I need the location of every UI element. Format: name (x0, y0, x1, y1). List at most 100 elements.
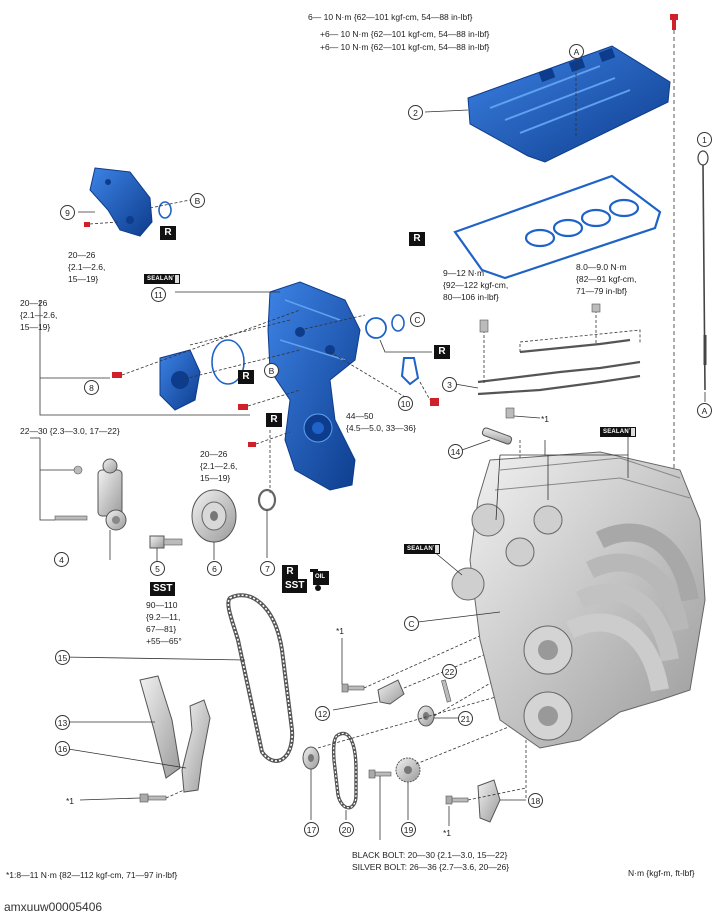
callout-21: 21 (458, 711, 473, 726)
bolt-8b (238, 404, 248, 410)
star1-marker-16: *1 (66, 796, 75, 806)
callout-6: 6 (207, 561, 222, 576)
drive-belt-tensioner (97, 458, 127, 531)
callout-22: 22 (442, 664, 457, 679)
callout-c-upper: C (410, 312, 425, 327)
torque-3a-line2: {92—122 kgf-cm, (443, 280, 509, 290)
star1-marker-12: *1 (336, 626, 345, 636)
replace-badge-7: R (282, 565, 298, 579)
callout-a-top: A (569, 44, 584, 59)
bolt-8 (112, 372, 122, 378)
sealant-badge-engine-left: SEALANT (404, 544, 440, 554)
callout-16: 16 (55, 741, 70, 756)
torque-top-1: 6— 10 N·m {62—101 kgf-cm, 54—88 in-lbf} (308, 12, 473, 22)
bolt-9 (84, 221, 119, 227)
chain-guide-12 (377, 679, 405, 705)
bolt-14 (505, 407, 515, 419)
callout-b-lower: B (264, 363, 279, 378)
engine-assembly (451, 451, 706, 749)
torque-top-3: +6— 10 N·m {62—101 kgf-cm, 54—88 in-lbf} (320, 42, 490, 52)
crankshaft-pulley (191, 489, 237, 543)
sealant-badge-11: SEALANT (144, 274, 180, 284)
sealant-badge-engine-top: SEALANT (600, 427, 636, 437)
torque-8-line1: 20—26 (20, 298, 48, 308)
black-bolt-torque: BLACK BOLT: 20—30 {2.1—3.0, 15—22} (352, 850, 508, 860)
torque-4: 22—30 {2.3—3.0, 17—22} (20, 426, 120, 436)
torque-3a-line1: 9—12 N·m (443, 268, 485, 278)
head-cover-gasket (453, 174, 662, 280)
silver-bolt-torque: SILVER BOLT: 26—36 {2.7—3.6, 20—26} (352, 862, 510, 872)
oil-pump-chain (331, 731, 358, 810)
cylinder-head-cover (467, 45, 671, 163)
torque-5-line4: +55—65° (146, 636, 182, 646)
oil-label: OIL (315, 574, 325, 580)
torque-3a-line3: 80—106 in-lbf} (443, 292, 499, 302)
torque-5-line2: {9.2—11, (146, 612, 181, 622)
sst-badge-7: SST (282, 579, 308, 593)
replace-badge-r: R (266, 413, 282, 427)
sealant-tube-icon-top (630, 427, 636, 437)
cover-bolt (670, 14, 678, 30)
torque-9-line3: 15—19} (68, 274, 99, 284)
timing-chain-tensioner-cover (89, 167, 153, 237)
callout-3: 3 (442, 377, 457, 392)
callout-a-bottom: A (697, 403, 712, 418)
torque-3b-line3: 71—79 in-lbf} (576, 286, 628, 296)
callout-5: 5 (150, 561, 165, 576)
oil-pump-sprocket (395, 757, 421, 783)
replace-badge-9: R (160, 226, 176, 240)
replace-badge-gasket: R (409, 232, 425, 246)
image-id: amxuuw00005406 (4, 900, 103, 914)
torque-3b-line1: 8.0—9.0 N·m (576, 262, 627, 272)
engine-front-cover (267, 281, 361, 491)
callout-12: 12 (315, 706, 330, 721)
footnote: *1:8—11 N·m {82—112 kgf-cm, 71—97 in-lbf… (6, 870, 178, 880)
replace-badge-10: R (434, 345, 450, 359)
callout-4: 4 (54, 552, 69, 567)
chain-guide (139, 675, 181, 779)
callout-8: 8 (84, 380, 99, 395)
torque-r-line1: 20—26 (200, 449, 228, 459)
torque-8-line2: {2.1—2.6, (20, 310, 58, 320)
callout-2: 2 (408, 105, 423, 120)
harness-bracket (477, 338, 641, 396)
callout-b-top: B (190, 193, 205, 208)
callout-19: 19 (401, 822, 416, 837)
star1-marker-14: *1 (541, 414, 550, 424)
callout-11: 11 (151, 287, 166, 302)
torque-r-line3: 15—19} (200, 473, 231, 483)
bolt-star1-left (139, 793, 167, 803)
bolt-12 (341, 683, 365, 693)
tensioner-arm (181, 699, 211, 793)
oil-control-valve (481, 427, 513, 445)
callout-15: 15 (55, 650, 70, 665)
torque-9-line1: 20—26 (68, 250, 96, 260)
sealant-tube-icon-11 (174, 274, 180, 284)
sealant-tube-icon-left (434, 544, 440, 554)
oil-pump-tensioner-18 (477, 779, 501, 823)
torque-top-2: +6— 10 N·m {62—101 kgf-cm, 54—88 in-lbf} (320, 29, 490, 39)
crankshaft-sprocket (302, 746, 320, 770)
callout-14: 14 (448, 444, 463, 459)
callout-10: 10 (398, 396, 413, 411)
torque-r-line2: {2.1—2.6, (200, 461, 238, 471)
callout-1: 1 (697, 132, 712, 147)
torque-3b-line2: {82—91 kgf-cm, (576, 274, 637, 284)
bolt-18 (445, 795, 469, 805)
callout-c-lower: C (404, 616, 419, 631)
callout-13: 13 (55, 715, 70, 730)
crankshaft-pulley-bolt (149, 535, 183, 549)
seal-10 (400, 357, 420, 386)
callout-17: 17 (304, 822, 319, 837)
callout-7: 7 (260, 561, 275, 576)
callout-9: 9 (60, 205, 75, 220)
oil-dipstick (697, 150, 709, 391)
torque-5-line1: 90—110 (146, 600, 178, 610)
bolt-10 (430, 398, 439, 406)
torque-10-line1: 44—50 (346, 411, 374, 421)
sst-badge-5: SST (150, 582, 176, 596)
callout-20: 20 (339, 822, 354, 837)
units-note: N·m {kgf-m, ft-lbf} (628, 868, 695, 878)
